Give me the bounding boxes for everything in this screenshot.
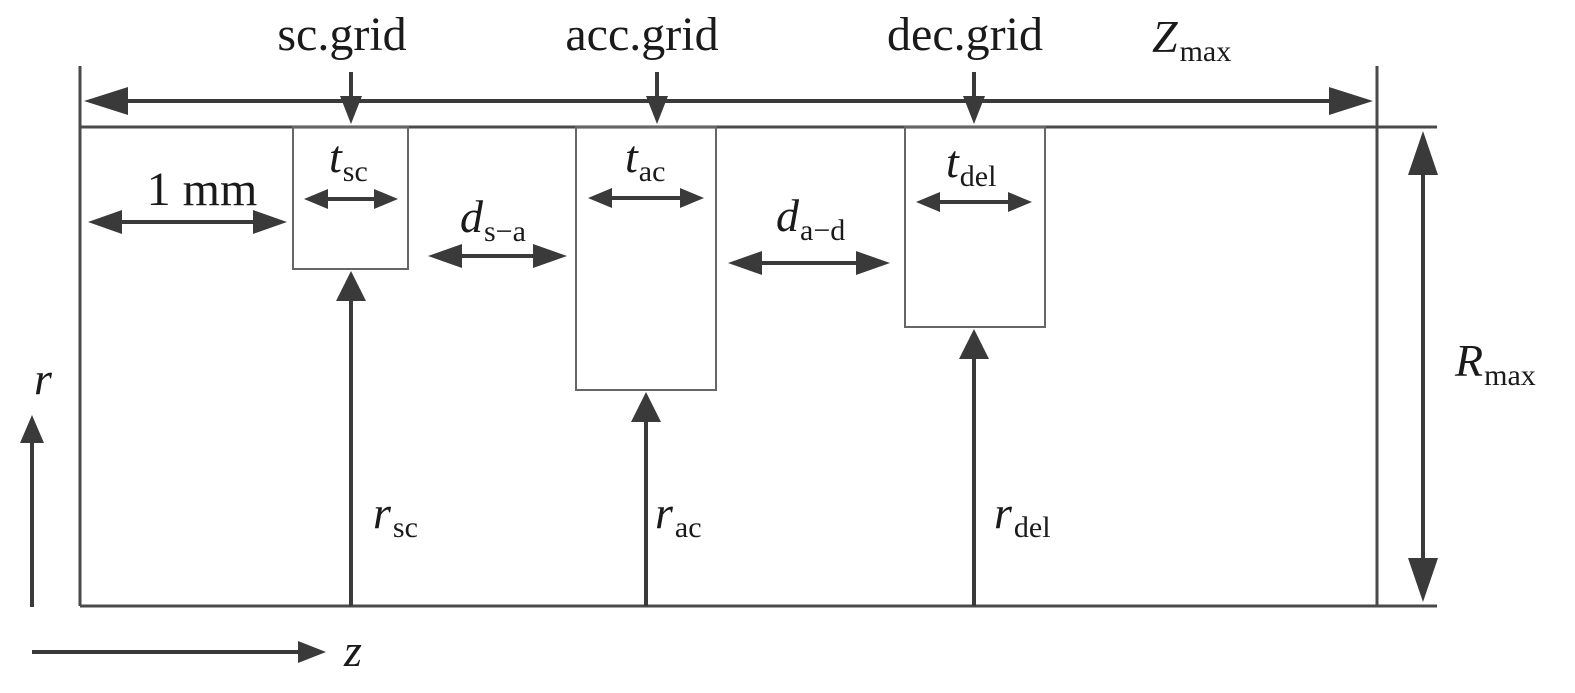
rmax-arrow xyxy=(1408,131,1438,602)
dsa-subscript: s−a xyxy=(484,215,526,248)
decel-grid-marker-arrow xyxy=(963,96,985,124)
decel-grid-label: dec.grid xyxy=(887,8,1043,61)
rdel-subscript: del xyxy=(1014,511,1051,544)
thickness-arrows xyxy=(304,188,1032,212)
rmax-subscript: max xyxy=(1484,359,1536,392)
dad-symbol: d xyxy=(776,190,800,241)
rac-subscript: ac xyxy=(675,511,702,544)
rac-symbol: r xyxy=(655,487,674,538)
domain-boundary xyxy=(78,66,1437,608)
zmax-arrowhead-left xyxy=(84,87,128,115)
dsa-symbol: d xyxy=(460,191,484,242)
tac-subscript: ac xyxy=(639,155,666,188)
accel-grid-electrode xyxy=(575,126,717,391)
zmax-arrow xyxy=(84,87,1373,115)
rac-arrowhead xyxy=(631,392,661,422)
rmax-arrowhead-bottom xyxy=(1408,558,1438,602)
tsc-arrowhead-left xyxy=(304,189,328,209)
rdel-label: rdel xyxy=(994,487,1051,544)
tsc-arrowhead-right xyxy=(374,189,398,209)
dad-subscript: a−d xyxy=(800,214,845,247)
upstream-gap-arrowhead-left xyxy=(88,210,122,234)
rdel-arrowhead xyxy=(959,329,989,359)
tac-symbol: t xyxy=(625,131,639,182)
gap-arrows xyxy=(88,210,890,275)
zmax-subscript: max xyxy=(1180,35,1232,68)
zmax-label: Zmax xyxy=(1152,11,1231,68)
screen-grid-marker-arrow xyxy=(340,96,362,124)
r-axis-arrowhead xyxy=(20,415,44,443)
rsc-symbol: r xyxy=(373,487,392,538)
dad-arrowhead-right xyxy=(856,251,890,275)
grid-marker-arrows xyxy=(340,72,985,124)
upstream-gap-label: 1 mm xyxy=(147,163,258,216)
z-axis-arrowhead xyxy=(298,641,326,663)
dsa-arrowhead-right xyxy=(533,244,567,268)
decel-grid-electrode xyxy=(904,126,1046,328)
upstream-gap-arrowhead-right xyxy=(253,210,287,234)
rmax-arrowhead-top xyxy=(1408,131,1438,175)
rsc-arrowhead xyxy=(336,271,366,301)
z-axis-label: z xyxy=(343,625,362,676)
rsc-subscript: sc xyxy=(393,511,418,544)
rac-label: rac xyxy=(655,487,702,544)
tdel-arrowhead-left xyxy=(916,192,940,212)
coordinate-axes xyxy=(20,415,326,663)
screen-grid-electrode xyxy=(292,126,409,270)
tsc-label: tsc xyxy=(329,131,368,188)
rdel-symbol: r xyxy=(994,487,1013,538)
tac-label: tac xyxy=(625,131,665,188)
dad-arrowhead-left xyxy=(728,251,762,275)
tsc-subscript: sc xyxy=(343,155,368,188)
tdel-arrowhead-right xyxy=(1008,192,1032,212)
tdel-label: tdel xyxy=(946,136,996,193)
rsc-label: rsc xyxy=(373,487,418,544)
dsa-arrowhead-left xyxy=(428,244,462,268)
tac-arrowhead-right xyxy=(680,188,704,208)
screen-grid-label: sc.grid xyxy=(277,8,406,61)
tdel-symbol: t xyxy=(946,136,960,187)
accel-grid-marker-arrow xyxy=(646,96,668,124)
rmax-label: Rmax xyxy=(1454,335,1536,392)
dsa-label: ds−a xyxy=(460,191,526,248)
tsc-symbol: t xyxy=(329,131,343,182)
rmax-symbol: R xyxy=(1454,335,1483,386)
radius-arrows xyxy=(336,271,989,606)
accel-grid-label: acc.grid xyxy=(565,8,718,61)
dad-label: da−d xyxy=(776,190,845,247)
zmax-symbol: Z xyxy=(1152,11,1178,62)
zmax-arrowhead-right xyxy=(1329,87,1373,115)
r-axis-label: r xyxy=(34,353,53,404)
tdel-subscript: del xyxy=(960,160,997,193)
tac-arrowhead-left xyxy=(588,188,612,208)
grid-electrodes xyxy=(292,126,1046,391)
